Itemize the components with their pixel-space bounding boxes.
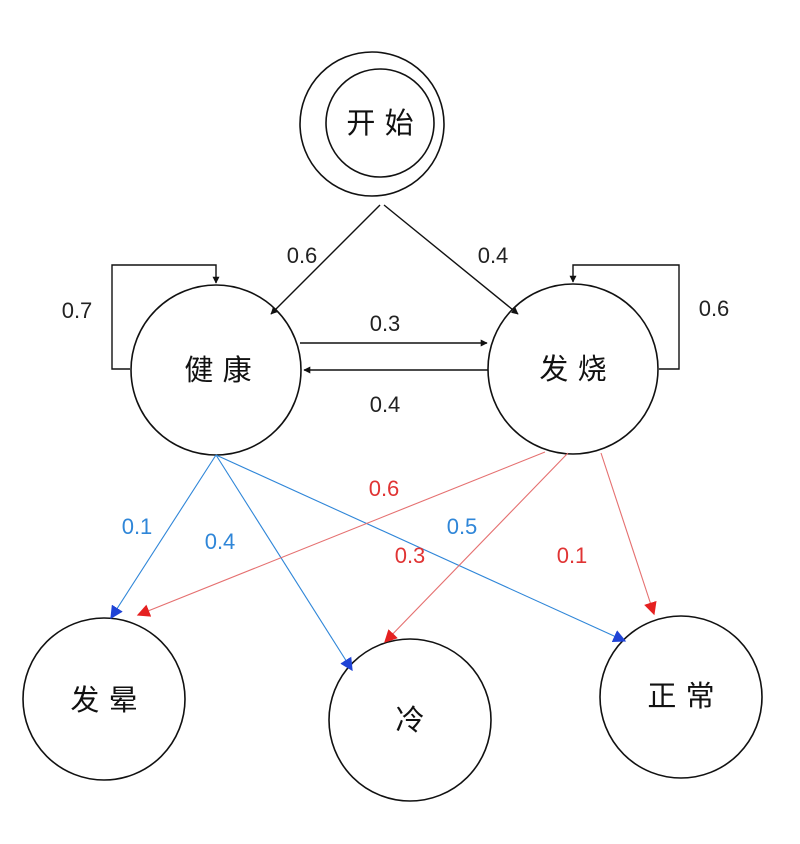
edge-start-to-fever [383, 204, 519, 315]
label-fever-to-healthy: 0.4 [370, 392, 401, 417]
node-cold: 冷 [328, 638, 492, 802]
node-start-label: 开 始 [346, 106, 413, 140]
label-fever-to-normal: 0.1 [557, 543, 588, 568]
node-fever-label: 发 烧 [539, 352, 606, 386]
label-healthy-to-dizzy: 0.1 [122, 514, 153, 539]
edge-fever-to-dizzy [136, 451, 546, 617]
edge-healthy-to-dizzy [110, 454, 217, 620]
edge-healthy-to-normal [215, 454, 627, 643]
edge-fever-self-loop [569, 264, 680, 370]
label-healthy-self: 0.7 [62, 298, 93, 323]
edge-fever-to-cold [384, 452, 569, 643]
edge-fever-to-normal [600, 452, 657, 616]
label-healthy-to-cold: 0.4 [205, 529, 236, 554]
edge-healthy-self-loop [111, 264, 220, 370]
edge-healthy-to-cold [215, 454, 353, 672]
node-start: 开 始 [299, 51, 445, 197]
node-dizzy-label: 发 晕 [70, 683, 137, 717]
label-fever-to-dizzy: 0.6 [369, 476, 400, 501]
label-start-to-healthy: 0.6 [287, 243, 318, 268]
node-normal: 正 常 [599, 615, 763, 779]
edge-start-to-healthy [270, 204, 381, 315]
label-healthy-to-fever: 0.3 [370, 311, 401, 336]
label-fever-self: 0.6 [699, 296, 730, 321]
node-healthy-label: 健 康 [184, 353, 251, 387]
node-cold-label: 冷 [395, 703, 424, 737]
label-fever-to-cold: 0.3 [395, 543, 426, 568]
label-start-to-fever: 0.4 [478, 243, 509, 268]
node-fever: 发 烧 [487, 283, 659, 455]
label-healthy-to-normal: 0.5 [447, 514, 478, 539]
node-normal-label: 正 常 [647, 679, 714, 713]
node-dizzy: 发 晕 [22, 617, 186, 781]
node-healthy: 健 康 [130, 284, 302, 456]
